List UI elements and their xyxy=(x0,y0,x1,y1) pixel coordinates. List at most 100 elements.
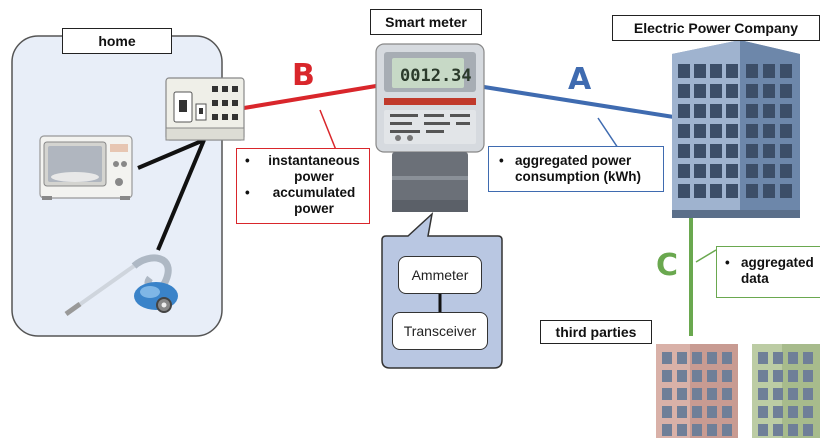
building-window xyxy=(788,370,798,382)
third-party-building-icon xyxy=(656,344,738,438)
callout-b-item: accumulated power xyxy=(239,185,367,217)
building-window xyxy=(780,84,792,98)
building-window xyxy=(677,388,687,400)
building-window xyxy=(780,124,792,138)
building-window xyxy=(692,370,702,382)
callout-b-pointer xyxy=(319,109,337,151)
building-window xyxy=(726,104,738,118)
link-a-letter: A xyxy=(568,62,592,97)
building-window xyxy=(678,164,690,178)
building-window xyxy=(726,64,738,78)
building-window xyxy=(788,424,798,436)
callout-c-item: aggregated data xyxy=(719,255,818,287)
office-building-icon xyxy=(672,40,800,218)
building-window xyxy=(788,406,798,418)
meter-display-value: 0012.34 xyxy=(400,66,472,86)
building-window xyxy=(803,424,813,436)
vacuum-cleaner-icon xyxy=(64,254,178,317)
building-window xyxy=(722,388,732,400)
building-window xyxy=(694,84,706,98)
building-window xyxy=(746,184,758,198)
microwave-icon xyxy=(39,135,133,200)
building-window xyxy=(707,388,717,400)
building-window xyxy=(694,64,706,78)
building-window xyxy=(746,104,758,118)
building-window xyxy=(773,388,783,400)
building-window xyxy=(710,144,722,158)
building-window xyxy=(662,352,672,364)
smart-meter-icon xyxy=(375,43,485,212)
building-window xyxy=(780,104,792,118)
building-window xyxy=(758,370,768,382)
microwave-wire xyxy=(137,138,205,170)
callout-a: aggregated power consumption (kWh) xyxy=(488,146,664,192)
building-window xyxy=(780,164,792,178)
building-window xyxy=(780,184,792,198)
building-window xyxy=(678,124,690,138)
building-window xyxy=(662,388,672,400)
building-window xyxy=(710,164,722,178)
building-window xyxy=(726,124,738,138)
building-window xyxy=(707,406,717,418)
building-window xyxy=(710,124,722,138)
third-parties-label: third parties xyxy=(540,320,652,344)
building-window xyxy=(678,144,690,158)
callout-c-pointer xyxy=(695,249,717,263)
building-window xyxy=(758,424,768,436)
building-window xyxy=(726,144,738,158)
building-window xyxy=(678,184,690,198)
building-window xyxy=(803,352,813,364)
link-b-line xyxy=(243,84,377,110)
building-window xyxy=(707,370,717,382)
building-window xyxy=(773,424,783,436)
building-window xyxy=(678,64,690,78)
building-window xyxy=(763,104,775,118)
building-window xyxy=(677,424,687,436)
building-window xyxy=(662,424,672,436)
third-party-building-icon xyxy=(752,344,820,438)
building-window xyxy=(694,124,706,138)
building-window xyxy=(694,104,706,118)
building-window xyxy=(746,84,758,98)
breaker-panel-icon xyxy=(165,77,245,141)
building-window xyxy=(773,406,783,418)
callout-a-pointer xyxy=(597,117,619,149)
link-a-line xyxy=(483,85,681,120)
building-window xyxy=(726,184,738,198)
callout-c: aggregated data xyxy=(716,246,820,298)
link-c-letter: C xyxy=(656,248,679,283)
building-window xyxy=(677,352,687,364)
building-window xyxy=(763,164,775,178)
building-window xyxy=(758,352,768,364)
building-window xyxy=(763,84,775,98)
building-window xyxy=(773,370,783,382)
building-window xyxy=(758,388,768,400)
building-window xyxy=(763,144,775,158)
building-window xyxy=(694,164,706,178)
building-window xyxy=(746,144,758,158)
building-window xyxy=(678,84,690,98)
smart-meter-label: Smart meter xyxy=(370,9,482,35)
link-b-letter: B xyxy=(292,58,315,93)
building-window xyxy=(803,370,813,382)
building-window xyxy=(722,406,732,418)
building-window xyxy=(726,84,738,98)
building-window xyxy=(694,184,706,198)
building-window xyxy=(763,124,775,138)
building-window xyxy=(722,424,732,436)
building-window xyxy=(662,406,672,418)
building-window xyxy=(746,64,758,78)
building-window xyxy=(677,406,687,418)
building-window xyxy=(758,406,768,418)
building-window xyxy=(746,124,758,138)
building-window xyxy=(692,424,702,436)
building-window xyxy=(694,144,706,158)
building-window xyxy=(763,64,775,78)
transceiver-box: Transceiver xyxy=(392,312,488,350)
building-window xyxy=(662,370,672,382)
building-window xyxy=(788,388,798,400)
building-window xyxy=(803,406,813,418)
building-window xyxy=(710,104,722,118)
building-window xyxy=(722,370,732,382)
callout-b-item: instantaneous power xyxy=(239,153,367,185)
